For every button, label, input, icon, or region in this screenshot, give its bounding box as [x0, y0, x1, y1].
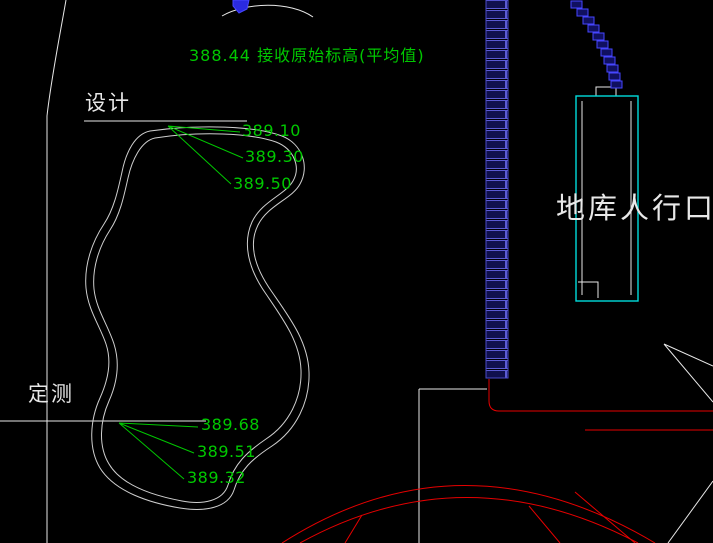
design-label: 设计: [85, 91, 131, 115]
site-boundary-line: [46, 0, 67, 543]
contour-blob: [85, 126, 310, 510]
hatch-column: [485, 0, 509, 379]
avg-elevation-note: 388.44 接收原始标高(平均值): [189, 46, 425, 65]
red-road-lines: [281, 379, 713, 543]
hatch-column-rect: [485, 0, 509, 379]
corner-wedge-lines: [663, 343, 713, 403]
stair-step-blocks: [570, 0, 623, 89]
leader-lines: [118, 125, 244, 480]
survey-leader-lines: [118, 422, 199, 480]
shaft-inner-lines: [581, 101, 632, 295]
design-elevation-1: 389.10: [242, 121, 301, 140]
shaft-bottom-tick: [578, 281, 599, 298]
red-spokes: [344, 491, 636, 543]
red-arc-outer: [281, 485, 656, 543]
contour-outer: [85, 126, 310, 510]
garage-entry-label: 地库人行口: [556, 191, 713, 225]
survey-elevation-3: 389.32: [187, 468, 246, 487]
red-arc-inner: [299, 497, 639, 543]
shaft-top-tick: [595, 86, 617, 96]
bottom-corner-diagonal: [667, 480, 713, 543]
contour-inner: [93, 133, 302, 503]
shaft-outline: [575, 95, 639, 302]
survey-elevation-2: 389.51: [197, 442, 256, 461]
design-elevation-3: 389.50: [233, 174, 292, 193]
top-arc-line: [221, 4, 314, 18]
survey-elevation-1: 389.68: [201, 415, 260, 434]
path-edge-lines: [418, 388, 487, 543]
design-elevation-2: 389.30: [245, 147, 304, 166]
survey-label: 定测: [28, 382, 74, 406]
shaft-rect: [575, 95, 639, 302]
design-leader-lines: [167, 125, 244, 185]
red-curb-line: [488, 379, 713, 412]
blue-marker: [232, 0, 250, 14]
